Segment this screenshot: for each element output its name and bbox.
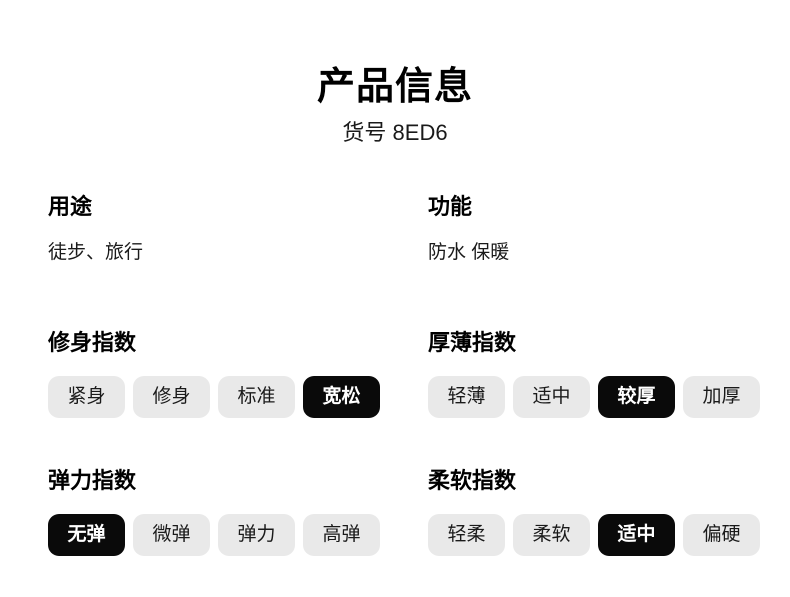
section-function-value: 防水 保暖 <box>428 242 510 263</box>
elasticity-index-option[interactable]: 高弹 <box>303 514 380 556</box>
page-header: 产品信息 货号 8ED6 <box>0 0 790 148</box>
thickness-index-option-selected[interactable]: 较厚 <box>598 376 675 418</box>
fit-index-option[interactable]: 紧身 <box>48 376 125 418</box>
thickness-index-options: 轻薄 适中 较厚 加厚 <box>428 376 760 418</box>
section-elasticity-index-heading: 弹力指数 <box>48 468 137 493</box>
section-thickness-index-heading: 厚薄指数 <box>428 330 517 355</box>
elasticity-index-option-selected[interactable]: 无弹 <box>48 514 125 556</box>
elasticity-index-option[interactable]: 微弹 <box>133 514 210 556</box>
attribute-grid: 用途 徒步、旅行 功能 防水 保暖 修身指数 紧身 修身 标准 宽松 厚薄指数 … <box>48 192 760 556</box>
section-fit-index-heading: 修身指数 <box>48 330 137 355</box>
softness-index-option-selected[interactable]: 适中 <box>598 514 675 556</box>
fit-index-option[interactable]: 标准 <box>218 376 295 418</box>
thickness-index-option[interactable]: 加厚 <box>683 376 760 418</box>
section-softness-index: 柔软指数 轻柔 柔软 适中 偏硬 <box>428 466 760 556</box>
product-code-subtitle: 货号 8ED6 <box>342 120 448 145</box>
section-fit-index: 修身指数 紧身 修身 标准 宽松 <box>48 328 428 418</box>
elasticity-index-option[interactable]: 弹力 <box>218 514 295 556</box>
softness-index-options: 轻柔 柔软 适中 偏硬 <box>428 514 760 556</box>
row-spacer <box>48 266 428 328</box>
softness-index-option[interactable]: 偏硬 <box>683 514 760 556</box>
section-usage-heading: 用途 <box>48 194 93 219</box>
section-usage: 用途 徒步、旅行 <box>48 192 428 266</box>
section-function-heading: 功能 <box>428 194 473 219</box>
row-spacer <box>48 418 428 466</box>
elasticity-index-options: 无弹 微弹 弹力 高弹 <box>48 514 428 556</box>
row-spacer <box>428 266 748 328</box>
section-thickness-index: 厚薄指数 轻薄 适中 较厚 加厚 <box>428 328 760 418</box>
fit-index-option[interactable]: 修身 <box>133 376 210 418</box>
section-usage-value: 徒步、旅行 <box>48 242 144 263</box>
fit-index-option-selected[interactable]: 宽松 <box>303 376 380 418</box>
section-softness-index-heading: 柔软指数 <box>428 468 517 493</box>
section-elasticity-index: 弹力指数 无弹 微弹 弹力 高弹 <box>48 466 428 556</box>
softness-index-option[interactable]: 轻柔 <box>428 514 505 556</box>
thickness-index-option[interactable]: 适中 <box>513 376 590 418</box>
thickness-index-option[interactable]: 轻薄 <box>428 376 505 418</box>
softness-index-option[interactable]: 柔软 <box>513 514 590 556</box>
fit-index-options: 紧身 修身 标准 宽松 <box>48 376 428 418</box>
section-function: 功能 防水 保暖 <box>428 192 748 266</box>
row-spacer <box>428 418 748 466</box>
page-title: 产品信息 <box>316 66 473 108</box>
